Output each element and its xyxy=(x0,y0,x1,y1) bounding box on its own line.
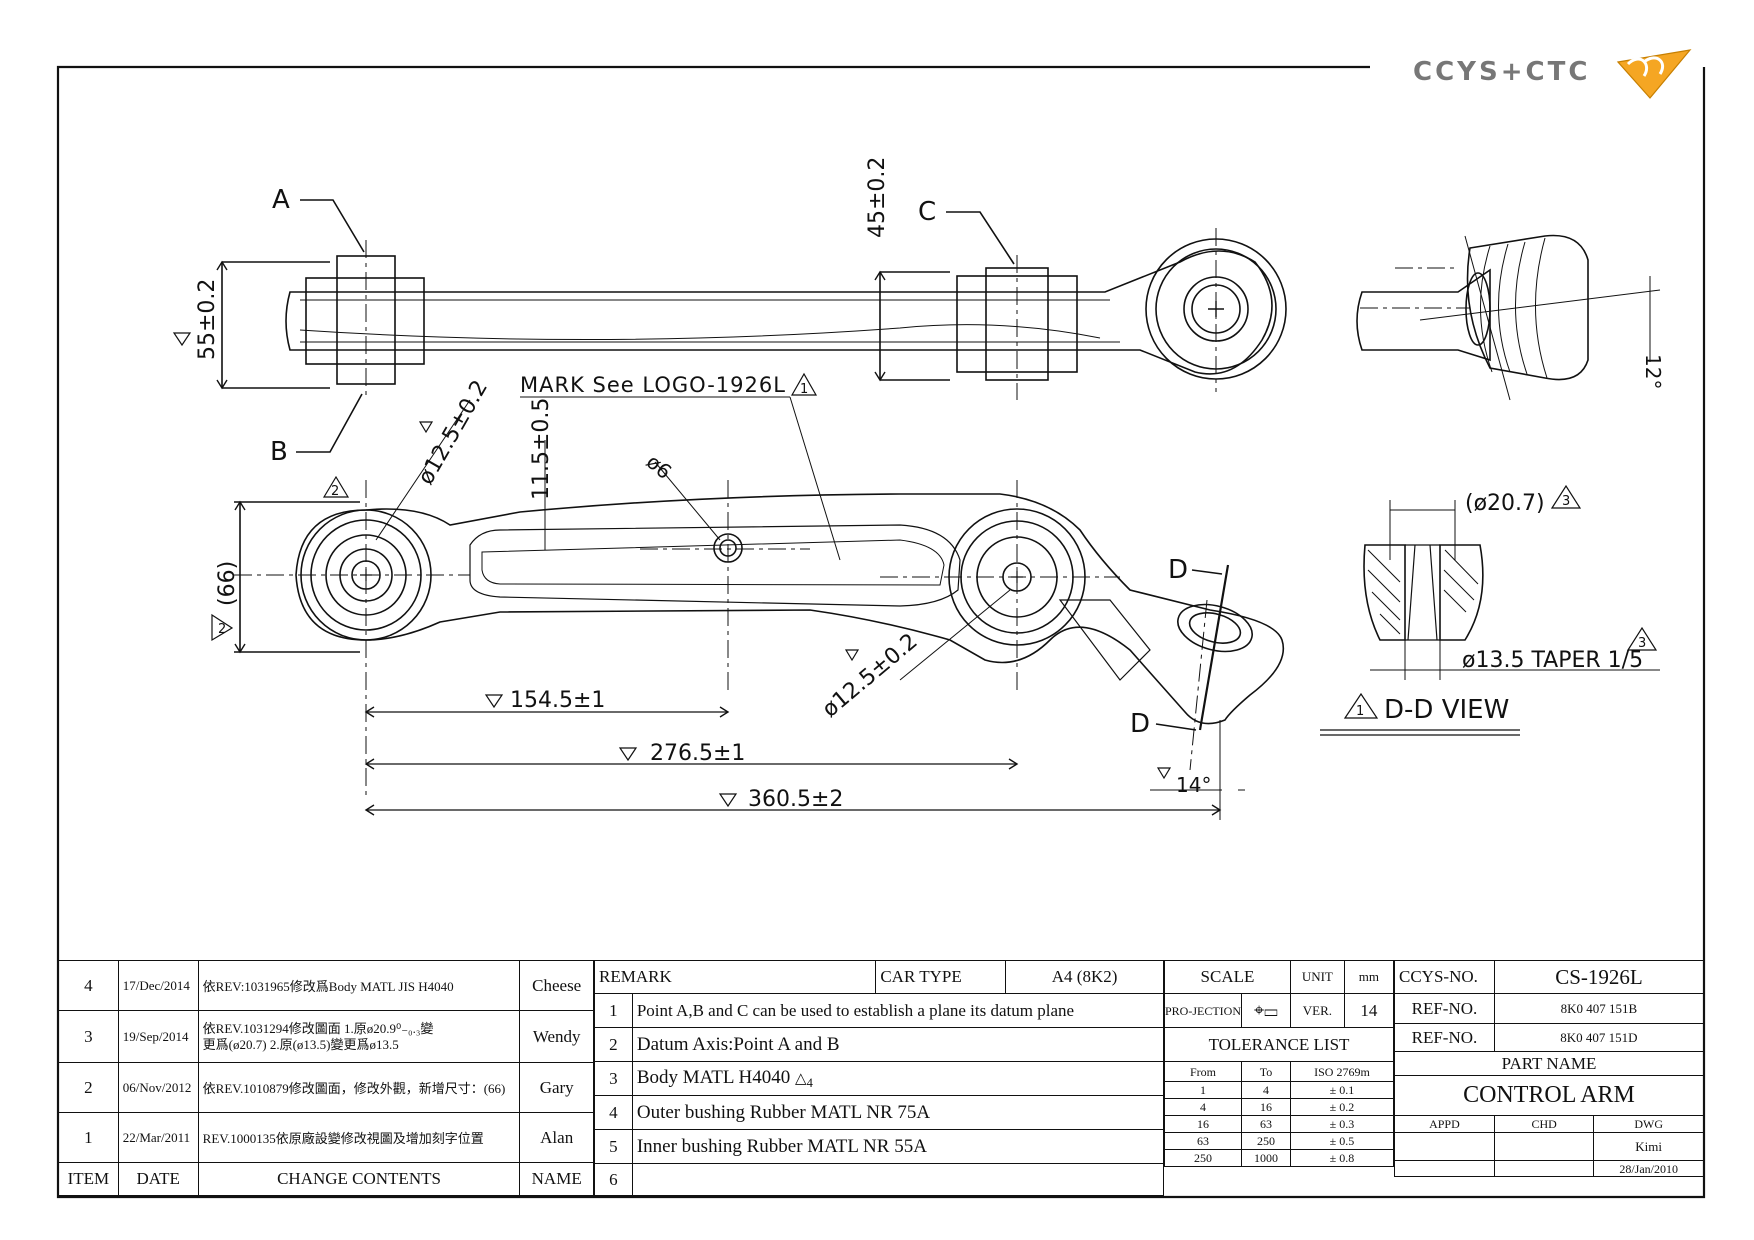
remark-row: 1 Point A,B and C can be used to establi… xyxy=(594,993,1165,1028)
part-info-table: CCYS-NO. CS-1926L REF-NO. 8K0 407 151B R… xyxy=(1394,960,1705,1177)
svg-text:3: 3 xyxy=(1562,494,1570,509)
plan-view: D D 14° (66) 2 2 11.5±0.5 ø12.5±0.2 ø6 M… xyxy=(211,372,1284,820)
remark-row: 6 xyxy=(594,1163,1165,1196)
remark-row: 5 Inner bushing Rubber MATL NR 55A xyxy=(594,1129,1165,1164)
rev-symbol: 3 xyxy=(58,1010,119,1063)
revision-row: 2 06/Nov/2012 依REV.1010879修改圖面，修改外觀，新增尺寸… xyxy=(58,1062,594,1113)
end-view: 12° xyxy=(1356,234,1665,401)
svg-text:12°: 12° xyxy=(1641,354,1665,389)
svg-text:1: 1 xyxy=(800,382,808,397)
logo-mark-icon xyxy=(1616,49,1692,99)
svg-text:154.5±1: 154.5±1 xyxy=(510,688,605,713)
remark-row: 3 Body MATL H4040 △4 xyxy=(594,1061,1165,1096)
arm-top-outline xyxy=(285,250,1273,375)
svg-text:1: 1 xyxy=(1356,704,1364,719)
rev-symbol: 4 xyxy=(58,960,119,1011)
revision-row: 3 19/Sep/2014 依REV.1031294修改圖面 1.原ø20.9⁰… xyxy=(58,1010,594,1063)
remark-row: 4 Outer bushing Rubber MATL NR 75A xyxy=(594,1095,1165,1130)
svg-text:(ø20.7): (ø20.7) xyxy=(1465,491,1545,516)
section-dd: (ø20.7) 3 ø13.5 TAPER 1/5 3 1 D-D VIEW xyxy=(1320,484,1660,736)
revision-header-row: ITEM DATE CHANGE CONTENTS NAME xyxy=(58,1162,594,1196)
frame-border xyxy=(56,65,1706,1199)
part-name: CONTROL ARM xyxy=(1394,1075,1704,1116)
svg-text:276.5±1: 276.5±1 xyxy=(650,741,745,766)
tolerance-table: SCALE UNIT mm PRO-JECTION ⌖▭ VER. 14 TOL… xyxy=(1163,960,1395,1167)
revision-row: 4 17/Dec/2014 依REV:1031965修改爲Body MATL J… xyxy=(58,960,594,1011)
svg-text:55±0.2: 55±0.2 xyxy=(195,279,220,360)
svg-text:45±0.2: 45±0.2 xyxy=(865,157,890,238)
revision-table: 4 17/Dec/2014 依REV:1031965修改爲Body MATL J… xyxy=(58,960,594,1196)
svg-text:B: B xyxy=(270,437,288,467)
top-view: 55±0.2 45±0.2 A B C xyxy=(172,157,1287,467)
svg-text:(66): (66) xyxy=(215,561,240,606)
svg-text:11.5±0.5: 11.5±0.5 xyxy=(529,398,554,500)
brand-logo: CCYS+CTC xyxy=(1413,49,1692,99)
svg-text:MARK See LOGO-1926L: MARK See LOGO-1926L xyxy=(520,373,786,397)
svg-text:A: A xyxy=(272,185,290,215)
svg-text:ø12.5±0.2: ø12.5±0.2 xyxy=(414,376,494,489)
svg-text:CCYS+CTC: CCYS+CTC xyxy=(1413,57,1590,87)
svg-text:2: 2 xyxy=(218,622,226,637)
arm-plan-outline xyxy=(295,493,1284,725)
rev-symbol: 1 xyxy=(58,1112,119,1163)
projection-icon: ⌖▭ xyxy=(1241,993,1291,1028)
revision-row: 1 22/Mar/2011 REV.1000135依原廠設變修改視圖及增加刻字位… xyxy=(58,1112,594,1163)
svg-text:ø12.5±0.2: ø12.5±0.2 xyxy=(818,629,923,723)
remarks-table: REMARK CAR TYPE A4 (8K2) 1 Point A,B and… xyxy=(593,960,1165,1196)
remark-row: 2 Datum Axis:Point A and B xyxy=(594,1027,1165,1062)
svg-text:C: C xyxy=(918,197,936,227)
title-block: 4 17/Dec/2014 依REV:1031965修改爲Body MATL J… xyxy=(58,960,1705,1197)
rev-symbol: 2 xyxy=(58,1062,119,1113)
svg-text:D: D xyxy=(1168,555,1188,585)
svg-text:2: 2 xyxy=(331,484,339,499)
svg-text:D: D xyxy=(1130,709,1150,739)
svg-text:14°: 14° xyxy=(1176,773,1211,797)
svg-text:3: 3 xyxy=(1638,636,1646,651)
svg-text:ø13.5 TAPER 1/5: ø13.5 TAPER 1/5 xyxy=(1462,648,1643,673)
svg-text:D-D VIEW: D-D VIEW xyxy=(1384,695,1509,725)
svg-text:360.5±2: 360.5±2 xyxy=(748,787,843,812)
rev-triangle-icon: △4 xyxy=(795,1070,813,1090)
